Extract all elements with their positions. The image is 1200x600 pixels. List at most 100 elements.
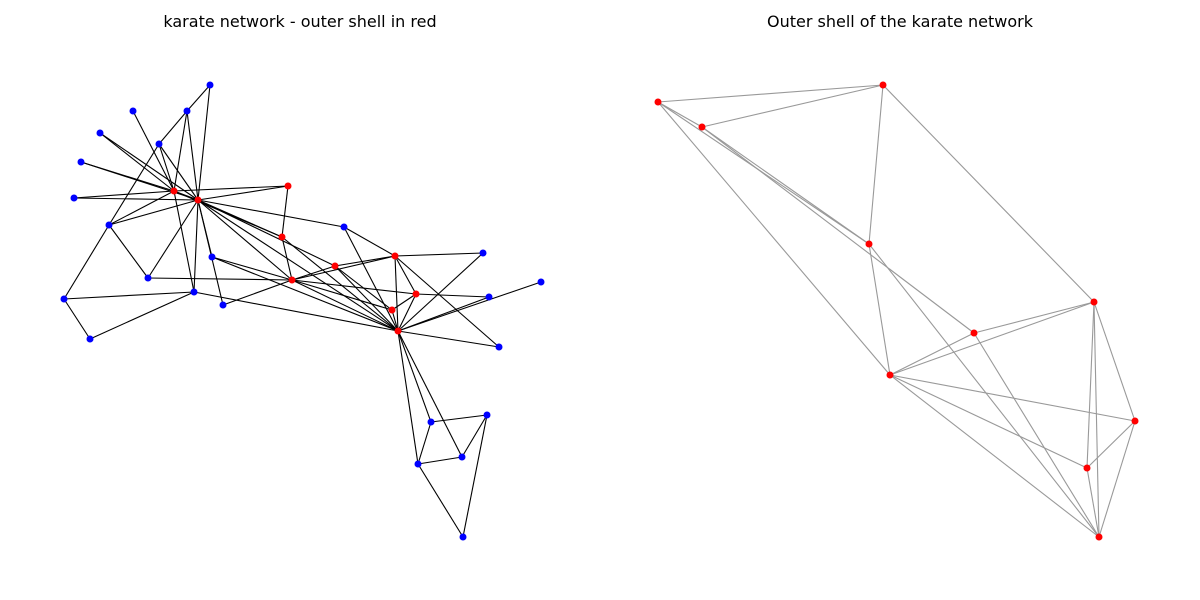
edge-G-b11 <box>394 252 484 257</box>
edge-n5-n10 <box>1093 301 1100 538</box>
edge-G-b19 <box>394 255 500 348</box>
network-node <box>495 343 503 351</box>
shell-node <box>865 240 873 248</box>
network-node <box>458 453 466 461</box>
edge-A-D <box>173 190 283 238</box>
edge-B-F <box>197 199 293 281</box>
network-node <box>485 293 493 301</box>
edge-B-b17 <box>197 199 224 306</box>
edge-J-b23 <box>397 330 419 465</box>
edge-J-b21 <box>397 330 432 423</box>
edge-B-C <box>197 185 289 201</box>
edge-b5-A <box>158 143 175 192</box>
edge-b10-F <box>211 256 293 281</box>
network-node <box>206 81 214 89</box>
edge-b1-b3 <box>186 84 211 112</box>
edge-b21-b20 <box>430 414 488 423</box>
shell-node <box>1095 533 1103 541</box>
edge-b20-b22 <box>461 414 488 458</box>
edge-b4-A <box>99 132 175 192</box>
edge-b14-b8 <box>63 224 110 300</box>
edge-n5-n8 <box>1093 301 1136 422</box>
edge-F-H <box>291 279 417 295</box>
edge-J-b19 <box>397 330 500 348</box>
shell-node <box>391 252 399 260</box>
edge-A-b8 <box>108 190 175 226</box>
edge-b7-B <box>73 197 199 201</box>
edge-b17-F <box>222 279 293 306</box>
network-node <box>483 411 491 419</box>
edge-D-F <box>281 236 293 281</box>
shell-node <box>412 290 420 298</box>
edge-b8-b12 <box>108 224 149 279</box>
shell-node <box>284 182 292 190</box>
edge-n9-n10 <box>1086 467 1100 538</box>
edge-B-b12 <box>147 199 199 279</box>
network-node <box>427 418 435 426</box>
edge-n4-n10 <box>868 243 1100 538</box>
edge-n1-n2 <box>657 84 884 103</box>
network-node <box>155 140 163 148</box>
edge-C-D <box>281 185 289 238</box>
full-network-title: karate network - outer shell in red <box>163 12 437 31</box>
outer-shell-graph <box>654 81 1139 541</box>
full-network-panel: karate network - outer shell in red <box>60 12 545 541</box>
edge-n2-n4 <box>868 84 884 245</box>
edge-n6-n10 <box>973 332 1100 538</box>
network-node <box>60 295 68 303</box>
edge-J-b11 <box>397 252 484 332</box>
edge-B-b8 <box>108 199 199 226</box>
outer-shell-title: Outer shell of the karate network <box>766 12 1033 31</box>
edge-b15-J <box>193 291 399 332</box>
edge-b2-A <box>132 110 175 192</box>
shell-node <box>288 276 296 284</box>
edge-b22-b23 <box>417 456 463 465</box>
edge-b6-B <box>80 161 199 201</box>
edge-b1-B <box>197 84 211 201</box>
network-node <box>105 221 113 229</box>
edge-b14-b15 <box>63 291 195 300</box>
network-node <box>459 533 467 541</box>
edge-n7-n8 <box>889 374 1136 422</box>
network-node <box>208 253 216 261</box>
shell-node <box>1083 464 1091 472</box>
network-node <box>479 249 487 257</box>
network-node <box>144 274 152 282</box>
edge-n8-n10 <box>1098 420 1136 538</box>
shell-node <box>1131 417 1139 425</box>
edge-E-G <box>334 255 396 267</box>
edge-J-b22 <box>397 330 463 458</box>
shell-node <box>879 81 887 89</box>
edge-H-J <box>397 293 417 332</box>
network-node <box>96 129 104 137</box>
edge-n7-n5 <box>889 301 1095 376</box>
edge-n3-n4 <box>701 126 870 245</box>
edge-H-I <box>391 293 417 311</box>
shell-node <box>970 329 978 337</box>
shell-node <box>278 233 286 241</box>
edge-E-F <box>291 265 336 281</box>
edge-n2-n5 <box>882 84 1095 303</box>
network-node <box>77 158 85 166</box>
edge-A-b15 <box>173 190 195 293</box>
edge-A-C <box>173 185 289 192</box>
edge-n3-n6 <box>701 126 975 334</box>
edge-n5-n9 <box>1086 301 1095 469</box>
edge-b20-b24 <box>462 414 488 538</box>
edge-B-J <box>197 199 399 332</box>
edge-F-G <box>291 255 396 281</box>
edge-D-J <box>281 236 399 332</box>
edge-G-J <box>394 255 399 332</box>
edge-B-b9 <box>197 199 345 228</box>
edge-b14-b18 <box>63 298 91 340</box>
edge-n1-n3 <box>657 101 703 128</box>
edge-b9-G <box>343 226 396 257</box>
network-node <box>537 278 545 286</box>
network-node <box>219 301 227 309</box>
network-node <box>340 223 348 231</box>
edge-b4-B <box>99 132 199 201</box>
network-node <box>190 288 198 296</box>
edge-n6-n5 <box>973 301 1095 334</box>
edge-b21-b23 <box>417 421 432 465</box>
edge-E-J <box>334 265 399 332</box>
